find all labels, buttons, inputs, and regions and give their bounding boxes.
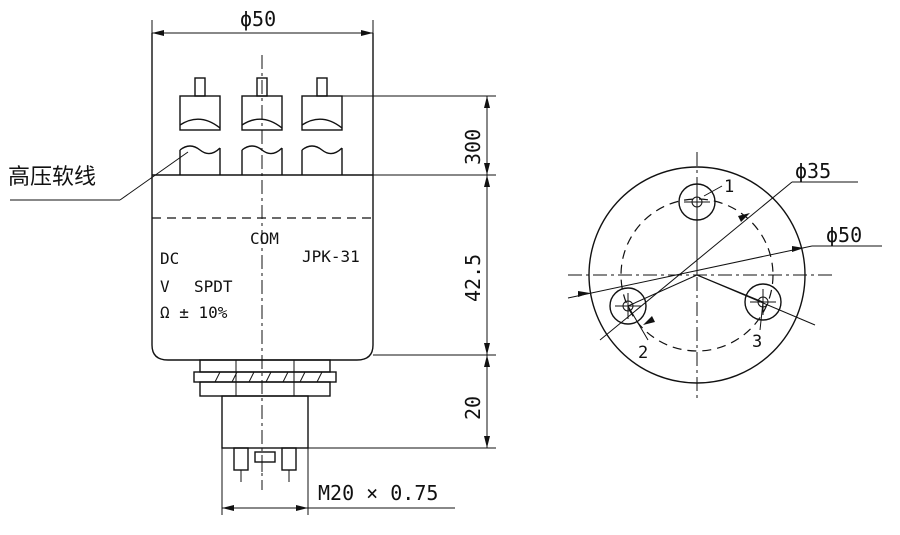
terminal-2-label: 2: [638, 343, 648, 363]
hv-cable-label: 高压软线: [8, 165, 96, 190]
spdt-label: SPDT: [194, 277, 233, 296]
hv-cable-leader: 高压软线: [8, 151, 189, 201]
thread-spec-label: M20 × 0.75: [318, 481, 438, 505]
hv-lead-center: [241, 77, 283, 175]
side-view: ϕ50: [8, 7, 496, 515]
body-height-label: 42.5: [461, 254, 485, 302]
tolerance-label: Ω ± 10%: [160, 303, 228, 322]
base-height-label: 20: [461, 396, 485, 420]
outer-diameter-dimension: ϕ50: [567, 223, 882, 299]
outer-diameter-label: ϕ50: [826, 223, 862, 247]
hv-lead-right: [301, 77, 343, 175]
pcd-dimension: ϕ35: [599, 159, 858, 341]
model-label: JPK-31: [302, 247, 360, 266]
v-label: V: [160, 277, 170, 296]
com-label: COM: [250, 229, 279, 248]
top-diameter-label: ϕ50: [240, 7, 276, 31]
thread-dimension: M20 × 0.75: [222, 481, 455, 511]
pcd-label: ϕ35: [795, 159, 831, 183]
hv-leads: [179, 77, 343, 175]
terminal-1-label: 1: [724, 177, 734, 197]
dc-label: DC: [160, 249, 179, 268]
lead-height-label: 300: [461, 129, 485, 165]
terminal-hole-2: [609, 287, 647, 325]
top-diameter-dimension: ϕ50: [151, 7, 374, 90]
hv-lead-left: [179, 77, 221, 175]
mounting-base: [193, 359, 337, 515]
height-dimensions: 300 42.5 20: [308, 95, 496, 449]
terminal-3-label: 3: [752, 332, 762, 352]
top-view: 1 2 3 ϕ35 ϕ50: [567, 152, 882, 400]
